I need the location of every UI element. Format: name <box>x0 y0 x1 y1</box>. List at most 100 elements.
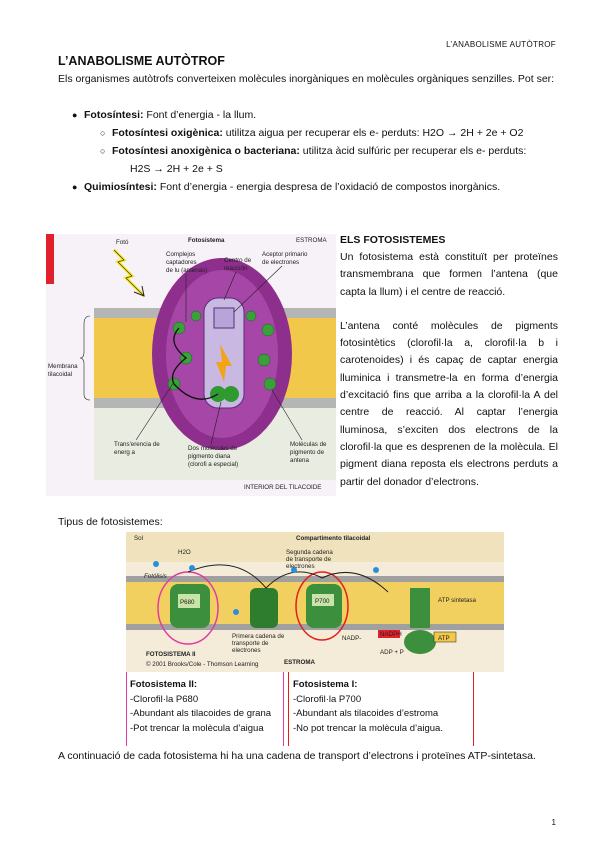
box-title: Fotosistema II: <box>130 679 198 690</box>
label-primera-0: Primera cadena de <box>232 633 285 640</box>
bullet-fotosintesi: ● Fotosíntesi: Font d’energia - la llum. <box>72 109 257 121</box>
label-dos-moleculas-1: pigmento diana <box>188 453 231 460</box>
label-primera-2: electrones <box>232 647 261 654</box>
label-credit: © 2001 Brooks/Cole - Thomson Learning <box>146 661 259 668</box>
label-membrana-0: Membrana <box>48 363 78 370</box>
label-segunda-2: electrones <box>286 563 315 570</box>
photosystem-ii-box: Fotosistema II: -Clorofil·la P680 -Abund… <box>126 672 284 746</box>
bullet-label: Quimiosíntesi: <box>84 181 157 193</box>
sub-bullet-oxigenica: ○ Fotosíntesi oxigènica: utilitza aigua … <box>100 127 524 139</box>
label-estroma: ESTROMA <box>296 237 327 244</box>
label-estroma-2: ESTROMA <box>284 659 315 666</box>
sub-bullets: ○ Fotosíntesi oxigènica: utilitza aigua … <box>100 124 562 178</box>
bullet-quimiosintesi: ● Quimiosíntesi: Font d’energia - energi… <box>72 181 501 193</box>
membrane-brace <box>79 315 91 401</box>
red-strip <box>46 234 54 284</box>
electron-dot <box>373 567 379 573</box>
label-centro-0: Centro de <box>224 257 252 264</box>
label-dos-moleculas-0: Dos molécules de <box>188 445 238 452</box>
sub-bullet-label: Fotosíntesi oxigènica: <box>112 127 223 139</box>
label-dos-moleculas-2: (clorofi a especial) <box>188 461 238 468</box>
photon-bolt-outline <box>113 249 145 297</box>
cytochrome-complex <box>250 588 278 628</box>
sub-bullet-equation: H2S → 2H + 2e + S <box>130 163 223 175</box>
label-primera-1: transporte de <box>232 640 269 647</box>
label-atp: ATP <box>438 635 450 642</box>
section-title: ELS FOTOSISTEMES <box>340 234 446 246</box>
label-p700: P700 <box>315 598 330 605</box>
target-pigment <box>223 386 239 402</box>
electron-dot <box>189 565 195 571</box>
leader-line <box>233 265 283 313</box>
label-fotosistema: Fotosistema <box>188 237 225 244</box>
bullet-text: Font d’energia - energia despresa de l’o… <box>156 181 501 193</box>
sub-bullet-anoxigenica: ○ Fotosíntesi anoxigènica o bacteriana: … <box>100 145 527 157</box>
label-aceptor-1: de electrones <box>262 259 299 266</box>
atp-synthase-stalk <box>410 588 430 628</box>
closing-sentence: A continuació de cada fotosistema hi ha … <box>58 750 536 762</box>
acceptor-box <box>213 307 235 329</box>
atp-synthase-head <box>404 630 436 654</box>
label-interior: INTERIOR DEL TILACOIDE <box>244 484 321 491</box>
electron-dot <box>153 561 159 567</box>
label-moleculas-0: Moléculas de <box>290 441 327 448</box>
sub-bullet-text: utilitza aigua per recuperar els e- perd… <box>222 127 524 139</box>
leader-line <box>135 381 175 441</box>
box-line: -Clorofil·la P680 <box>130 693 199 705</box>
photon-arrowhead <box>133 285 145 297</box>
label-segunda-1: de transporte de <box>286 556 332 563</box>
label-complejos-0: Complejos <box>166 251 195 258</box>
lumen-region <box>126 532 504 562</box>
page-title: L’ANABOLISME AUTÒTROF <box>58 54 225 68</box>
box-line: -Abundant als tilacoides d’estroma <box>293 708 439 719</box>
section-paragraph-2: L’antena conté molècules de pigments fot… <box>340 319 558 488</box>
atp-box <box>433 631 457 643</box>
energy-arrow <box>216 344 232 382</box>
leader-line <box>210 401 222 445</box>
label-membrana-1: tilacoidal <box>48 371 72 378</box>
intro-paragraph: Els organismes autòtrofs converteixen mo… <box>58 73 555 85</box>
label-adp: ADP + P <box>380 649 404 656</box>
leader-line <box>223 271 237 301</box>
label-transferencia-0: Trans'erencia de <box>114 441 160 448</box>
electron-path <box>187 564 389 593</box>
p700-center <box>312 594 334 606</box>
leader-line <box>271 389 303 441</box>
box-line: -Clorofil·la P700 <box>293 693 362 705</box>
label-nadp: NADP- <box>342 635 361 642</box>
label-moleculas-1: pigmento de <box>290 449 325 456</box>
label-sol: Sol <box>134 535 143 542</box>
label-p680: P680 <box>180 599 195 606</box>
nadph-box <box>378 630 400 638</box>
label-complejos-2: de lu (antenas) <box>166 267 207 274</box>
box-title: Fotosistema I: <box>293 679 358 690</box>
sub-bullet-label: Fotosíntesi anoxigènica o bacteriana: <box>112 145 300 157</box>
electron-dot <box>233 609 239 615</box>
photosystem-figure: Fotó Fotosistema ESTROMA Complejos capta… <box>46 234 336 496</box>
section-paragraph-1: Un fotosistema està constituït per prote… <box>340 251 558 298</box>
label-moleculas-2: antena <box>290 457 309 464</box>
label-centro-1: reacción <box>224 265 248 272</box>
label-compartiment: Compartimento tilacoidal <box>296 535 371 542</box>
electron-dot <box>291 567 297 573</box>
label-complejos-1: captadores <box>166 259 197 266</box>
label-fotolisis: Fotólisis <box>144 573 167 580</box>
photosystems-section: ELS FOTOSISTEMES Un fotosistema està con… <box>340 232 558 491</box>
box-line: -Abundant als tilacoides de grana <box>130 708 272 719</box>
label-h2o: H2O <box>178 549 191 556</box>
label-foto: Fotó <box>116 239 129 246</box>
energy-transfer-path <box>171 327 219 400</box>
page-number: 1 <box>551 818 556 827</box>
label-segunda-0: Segunda cadena <box>286 549 333 556</box>
label-fotosistema-ii: FOTOSISTEMA II <box>146 651 196 658</box>
psi-highlight-circle <box>295 571 349 641</box>
sub-bullet-text: utilitza àcid sulfúric per recuperar els… <box>299 145 527 157</box>
label-atp-sintetasa: ATP sintetasa <box>438 597 477 604</box>
p680-center <box>178 594 200 608</box>
label-aceptor-0: Aceptor primario <box>262 251 308 258</box>
running-header: L’ANABOLISME AUTÒTROF <box>446 40 556 49</box>
label-transferencia-1: energ a <box>114 449 136 456</box>
bullet-label: Fotosíntesi: <box>84 109 144 121</box>
label-nadph: NADPH <box>380 631 402 638</box>
bullet-text: Font d’energia - la llum. <box>143 109 257 121</box>
